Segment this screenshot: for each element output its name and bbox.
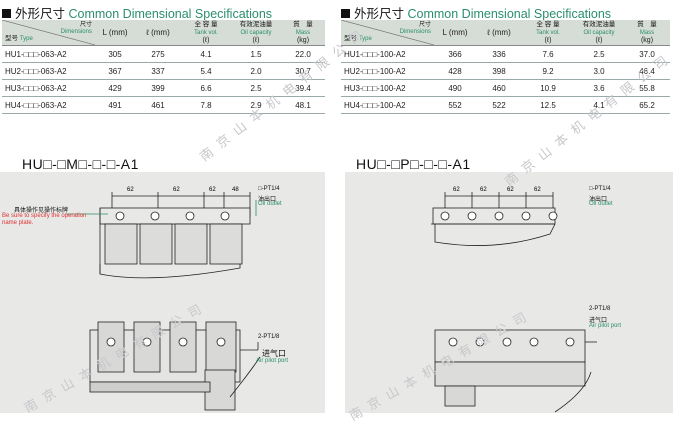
air-port-en: Air pilot port [589,323,622,329]
oil-outlet-en: Oil outlet [589,201,613,207]
corner-top-en: Dimensions [60,29,92,35]
corner-bottom-en: Type [358,36,372,42]
corner-top-cn: 尺寸 [418,22,431,28]
left-model-code: HU□-□M□-□-□-A1 [22,156,139,172]
right-section-title: 外形尺寸 Common Dimensional Specifications [341,3,612,21]
right-model-code: HU□-□P□-□-□-A1 [356,156,471,172]
dim-label: 62 [127,187,134,193]
section-square-icon [2,9,11,18]
right-drawing-svg [431,192,597,413]
header-l: ℓ (mm) [135,20,181,46]
corner-bottom-en: Type [19,36,33,42]
dim-label: 62 [173,187,180,193]
oil-outlet-cn: 油出口 [589,197,608,203]
plate-note-cn: 具体操作见操作标牌 [14,208,69,214]
header-L: L (mm) [95,20,135,46]
pt14-label: □-PT1/4 [258,186,280,192]
dim-label: 48 [232,187,239,193]
title-en: Common Dimensional Specifications [407,7,612,21]
right-drawing: 62 62 62 62 □-PT1/4 油出口 Oil outlet 2-PT1… [345,172,673,413]
diagonal-divider [341,20,434,45]
corner-top-cn: 尺寸 [79,22,92,28]
dim-label: 62 [209,187,216,193]
plate-note-en: Be sure to specify the operation name pl… [2,213,87,226]
header-l: ℓ (mm) [476,20,522,46]
pt18-label: 2-PT1/8 [589,306,611,312]
corner-bottom-cn: 型号 [344,35,357,42]
air-port-cn: 进气口 [262,349,286,358]
left-drawing-svg [66,192,261,411]
header-L: L (mm) [434,20,476,46]
air-port-cn: 进气口 [589,318,608,324]
left-drawing: 62 62 62 48 □-PT1/4 油出口 Oil outlet 具体操作见… [0,172,325,413]
section-square-icon [341,9,350,18]
diagonal-divider [2,20,95,45]
dim-label: 62 [507,187,514,193]
oil-outlet-cn: 油出口 [258,197,277,203]
title-cn: 外形尺寸 [15,7,66,21]
oil-outlet-en: Oil outlet [258,201,282,207]
air-port-en: Air pilot port [256,358,289,364]
dim-label: 62 [534,187,541,193]
title-en: Common Dimensional Specifications [68,7,273,21]
dim-label: 62 [480,187,487,193]
title-cn: 外形尺寸 [354,7,405,21]
dim-label: 62 [453,187,460,193]
left-section-title: 外形尺寸 Common Dimensional Specifications [2,3,273,21]
corner-bottom-cn: 型号 [5,35,18,42]
corner-top-en: Dimensions [399,29,431,35]
pt14-label: □-PT1/4 [589,186,611,192]
pt18-label: 2-PT1/8 [258,334,280,340]
